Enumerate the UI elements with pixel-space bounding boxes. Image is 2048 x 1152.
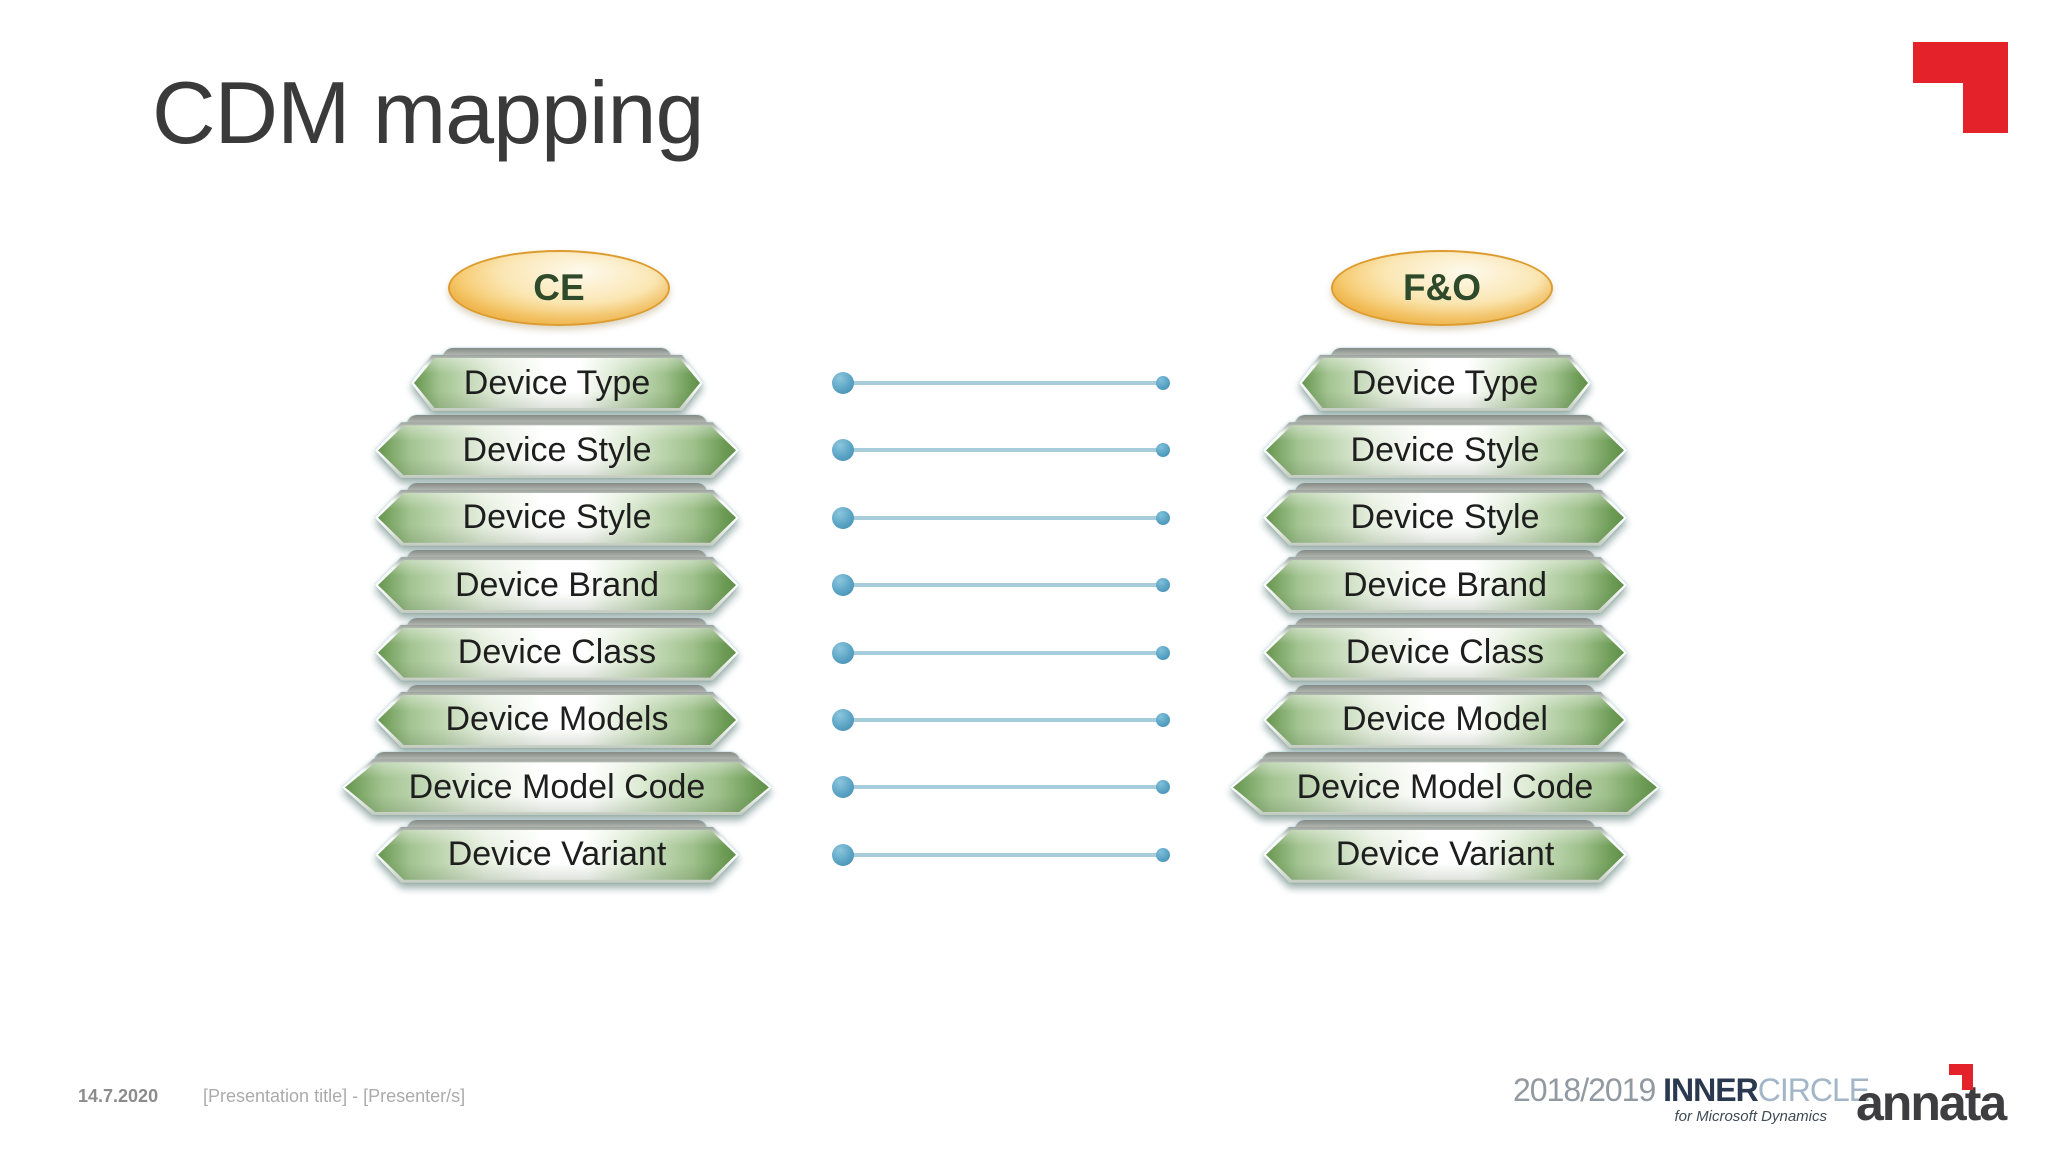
connector-line: [843, 381, 1163, 385]
mapping-node: Device Type: [1299, 348, 1591, 411]
node-label: Device Variant: [447, 835, 667, 874]
connector-dot-left: [832, 843, 854, 866]
connector-line: [843, 717, 1163, 722]
node-label: Device Type: [1351, 363, 1539, 402]
connector-dot-right: [1156, 376, 1170, 390]
mapping-node: Device Style: [1263, 482, 1627, 546]
mapping-node: Device Style: [375, 415, 739, 479]
connector-line: [843, 515, 1163, 520]
page-title: CDM mapping: [152, 63, 704, 162]
connector-dot-right: [1156, 847, 1170, 862]
innercircle-logo: 2018/2019 INNERCIRCLE for Microsoft Dyna…: [1513, 1072, 1870, 1125]
connector-line: [843, 785, 1163, 790]
mapping-node: Device Class: [1263, 617, 1627, 681]
connector-dot-left: [832, 506, 854, 529]
fo-column: Device Type Device Style Device Style De…: [1225, 348, 1665, 883]
mapping-node: Device Class: [375, 617, 739, 681]
fo-header-label: F&O: [1402, 267, 1482, 308]
connector-dot-left: [832, 372, 854, 394]
connector-dot-left: [832, 439, 854, 462]
node-label: Device Model Code: [408, 767, 706, 806]
mapping-node: Device Model: [1263, 684, 1627, 748]
connector: [832, 827, 1170, 883]
node-label: Device Style: [1350, 498, 1540, 537]
annata-logo: annata: [1856, 1064, 2016, 1134]
connector-line: [843, 583, 1163, 588]
fo-header-oval: F&O: [1331, 250, 1553, 326]
ce-column: Device Type Device Style Device Style De…: [337, 348, 777, 883]
footer-date: 14.7.2020: [78, 1086, 159, 1106]
annata-wordmark: annata: [1856, 1075, 2007, 1131]
connector-dot-right: [1156, 780, 1170, 795]
ce-header-label: CE: [533, 267, 585, 308]
node-label: Device Style: [462, 498, 652, 537]
connector: [832, 692, 1170, 748]
node-label: Device Style: [1350, 430, 1540, 469]
node-label: Device Class: [1345, 633, 1545, 672]
node-label: Device Style: [462, 430, 652, 469]
footer-presentation-meta: [Presentation title] - [Presenter/s]: [203, 1086, 466, 1106]
connector: [832, 625, 1170, 681]
innercircle-season: 2018/2019: [1513, 1072, 1656, 1108]
connector: [832, 759, 1170, 815]
connector-line: [843, 650, 1163, 655]
connector-dot-left: [832, 641, 854, 664]
mapping-node: Device Variant: [1263, 819, 1627, 883]
mapping-node: Device Variant: [375, 819, 739, 883]
connector-line: [843, 448, 1163, 453]
mapping-node: Device Models: [375, 684, 739, 748]
connector-group: [832, 355, 1170, 883]
node-label: Device Class: [457, 633, 657, 672]
mapping-node: Device Style: [375, 482, 739, 546]
node-label: Device Brand: [454, 565, 660, 604]
connector: [832, 490, 1170, 546]
connector-dot-left: [832, 776, 854, 799]
node-label: Device Variant: [1335, 835, 1555, 874]
ce-header-oval: CE: [448, 250, 670, 326]
connector-dot-right: [1156, 443, 1170, 458]
annata-red-mark-icon: [1949, 1064, 1973, 1090]
innercircle-inner-text: INNER: [1663, 1072, 1759, 1108]
connector: [832, 422, 1170, 478]
connector-dot-left: [832, 574, 854, 597]
connector-dot-left: [832, 708, 854, 731]
node-label: Device Model: [1342, 700, 1548, 739]
innercircle-tagline: for Microsoft Dynamics: [1674, 1108, 1827, 1125]
mapping-node: Device Style: [1263, 415, 1627, 479]
annata-corner-mark-icon: [1913, 42, 2008, 133]
connector: [832, 355, 1170, 411]
node-label: Device Type: [463, 363, 651, 402]
node-label: Device Brand: [1342, 565, 1548, 604]
connector-dot-right: [1156, 510, 1170, 525]
connector-dot-right: [1156, 712, 1170, 727]
mapping-node: Device Model Code: [342, 752, 772, 816]
mapping-node: Device Model Code: [1230, 752, 1660, 816]
node-label: Device Models: [445, 700, 669, 739]
node-label: Device Model Code: [1296, 767, 1594, 806]
connector-dot-right: [1156, 645, 1170, 660]
mapping-node: Device Type: [411, 348, 703, 411]
innercircle-circle-text: CIRCLE: [1757, 1072, 1870, 1108]
connector-line: [843, 852, 1163, 857]
mapping-node: Device Brand: [1263, 550, 1627, 614]
connector-dot-right: [1156, 578, 1170, 593]
mapping-node: Device Brand: [375, 550, 739, 614]
connector: [832, 557, 1170, 613]
